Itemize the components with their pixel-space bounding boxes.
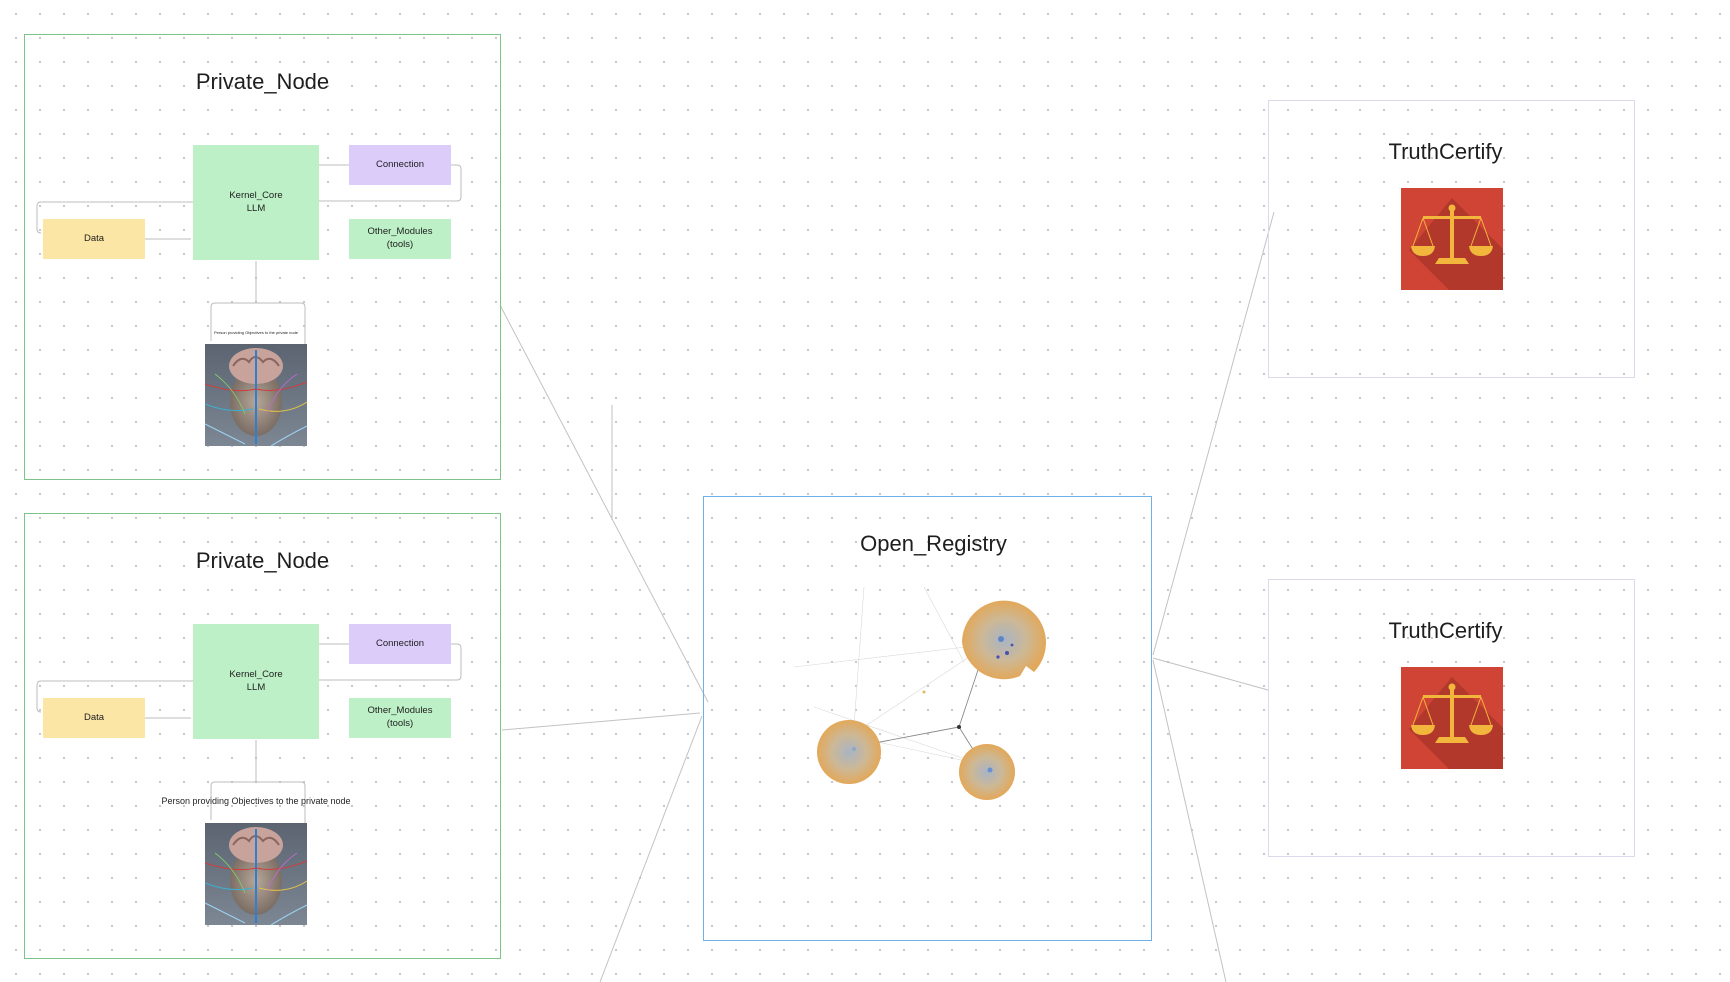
data-box[interactable]: Data bbox=[43, 698, 145, 738]
modules-label: Other_Modules bbox=[367, 705, 433, 717]
data-label: Data bbox=[83, 232, 105, 244]
truthcertify-frame-1[interactable]: TruthCertify bbox=[1268, 100, 1635, 378]
frame-title: TruthCertify bbox=[1388, 139, 1503, 164]
data-label: Data bbox=[83, 711, 105, 723]
cluster-left bbox=[817, 720, 881, 784]
connector-node2-registry bbox=[501, 712, 701, 731]
person-caption: Person providing Objectives to the priva… bbox=[161, 796, 351, 806]
connection-label: Connection bbox=[375, 637, 425, 649]
cluster-right bbox=[959, 744, 1015, 800]
connector-node1-registry bbox=[499, 304, 709, 703]
other-modules-box[interactable]: Other_Modules(tools) bbox=[349, 219, 451, 259]
other-modules-box[interactable]: Other_Modules(tools) bbox=[349, 698, 451, 738]
brain-person-image[interactable] bbox=[205, 344, 307, 446]
connection-box[interactable]: Connection bbox=[349, 624, 451, 664]
connection-box[interactable]: Connection bbox=[349, 145, 451, 185]
cluster-top bbox=[962, 600, 1046, 680]
node-internal-connectors bbox=[36, 643, 462, 874]
connector-registry-bottom bbox=[599, 715, 703, 982]
connection-label: Connection bbox=[375, 158, 425, 170]
frame-title: TruthCertify bbox=[1388, 618, 1503, 643]
connector-registry-certify1 bbox=[1152, 211, 1275, 656]
person-caption: Person providing Objectives to the priva… bbox=[213, 330, 299, 335]
modules-label: Other_Modules bbox=[367, 226, 433, 238]
modules-sublabel: (tools) bbox=[386, 239, 414, 250]
frame-title: Private_Node bbox=[195, 69, 330, 94]
open-registry-frame[interactable]: Open_Registry bbox=[703, 496, 1152, 941]
kernel-label: Kernel_Core bbox=[229, 189, 283, 201]
connector-registry-down bbox=[1152, 659, 1227, 982]
kernel-label: Kernel_Core bbox=[229, 668, 283, 680]
brain-person-image[interactable] bbox=[205, 823, 307, 925]
connector-registry-certify2 bbox=[1152, 657, 1269, 691]
balance-scale-icon bbox=[1401, 188, 1503, 290]
modules-sublabel: (tools) bbox=[386, 718, 414, 729]
kernel-sublabel: LLM bbox=[246, 681, 266, 693]
truthcertify-frame-2[interactable]: TruthCertify bbox=[1268, 579, 1635, 857]
data-box[interactable]: Data bbox=[43, 219, 145, 259]
frame-title: Open_Registry bbox=[860, 531, 1007, 556]
kernel-sublabel: LLM bbox=[246, 202, 266, 214]
network-graph-image[interactable] bbox=[794, 587, 1054, 817]
balance-scale-icon bbox=[1401, 667, 1503, 769]
frame-title: Private_Node bbox=[195, 548, 330, 573]
